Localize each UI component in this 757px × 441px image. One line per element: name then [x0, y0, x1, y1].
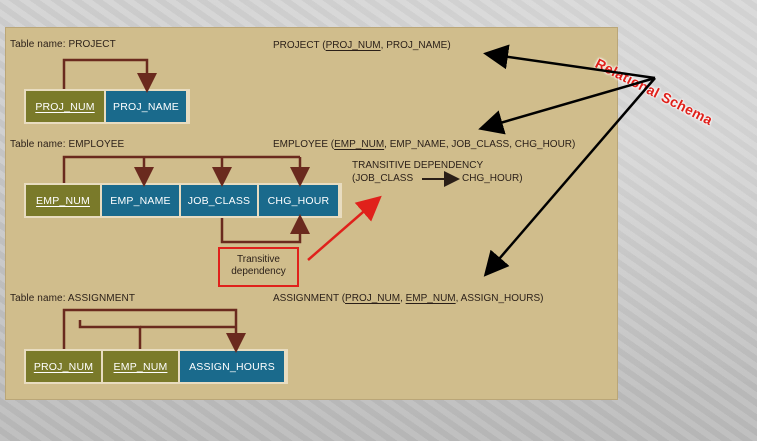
- column-proj-name: PROJ_NAME: [106, 91, 186, 122]
- transitive-dependency-box: Transitive dependency: [218, 247, 299, 287]
- column-assign-proj-num: PROJ_NUM: [26, 351, 102, 382]
- schema-attr: PROJ_NAME: [386, 40, 448, 51]
- column-proj-num: PROJ_NUM: [26, 91, 105, 122]
- transitive-box-line2: dependency: [231, 266, 286, 277]
- schema-name: PROJECT: [273, 40, 320, 51]
- column-emp-name: EMP_NAME: [102, 185, 180, 216]
- transitive-box-line1: Transitive: [237, 254, 280, 265]
- schema-name: EMPLOYEE: [273, 139, 329, 150]
- schema-key: EMP_NUM: [405, 293, 456, 304]
- transitive-from: (JOB_CLASS: [352, 173, 414, 184]
- schema-name: ASSIGNMENT: [273, 293, 339, 304]
- schema-project: PROJECT (PROJ_NUM, PROJ_NAME): [273, 40, 451, 51]
- table-label-project: Table name: PROJECT: [10, 39, 116, 50]
- table-assignment: PROJ_NUM EMP_NUM ASSIGN_HOURS: [24, 349, 288, 384]
- schema-attr: JOB_CLASS: [451, 139, 510, 150]
- column-emp-num: EMP_NUM: [26, 185, 101, 216]
- schema-employee: EMPLOYEE (EMP_NUM, EMP_NAME, JOB_CLASS, …: [273, 139, 576, 150]
- table-label-assignment: Table name: ASSIGNMENT: [10, 293, 136, 304]
- column-chg-hour: CHG_HOUR: [259, 185, 338, 216]
- schema-attr: ASSIGN_HOURS: [460, 293, 541, 304]
- transitive-to: CHG_HOUR): [462, 173, 523, 184]
- schema-assignment: ASSIGNMENT (PROJ_NUM, EMP_NUM, ASSIGN_HO…: [273, 293, 544, 304]
- table-project: PROJ_NUM PROJ_NAME: [24, 89, 190, 124]
- schema-attr: CHG_HOUR: [514, 139, 573, 150]
- transitive-heading: TRANSITIVE DEPENDENCY: [352, 160, 484, 171]
- column-assign-hours: ASSIGN_HOURS: [180, 351, 284, 382]
- schema-key: PROJ_NUM: [325, 40, 381, 51]
- table-label-employee: Table name: EMPLOYEE: [10, 139, 125, 150]
- schema-key: EMP_NUM: [334, 139, 385, 150]
- schema-key: PROJ_NUM: [345, 293, 401, 304]
- column-job-class: JOB_CLASS: [181, 185, 258, 216]
- schema-attr: EMP_NAME: [389, 139, 446, 150]
- table-employee: EMP_NUM EMP_NAME JOB_CLASS CHG_HOUR: [24, 183, 342, 218]
- column-assign-emp-num: EMP_NUM: [103, 351, 179, 382]
